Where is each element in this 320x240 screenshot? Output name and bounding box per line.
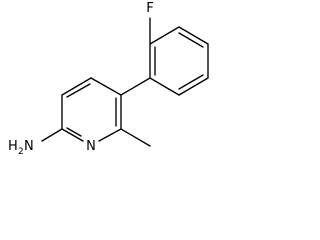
pyridine-ring bbox=[61, 77, 122, 142]
bond-c3-c4 bbox=[61, 77, 92, 96]
ring-nitrogen-label: N bbox=[86, 139, 96, 154]
bond-c6-methyl bbox=[120, 128, 151, 147]
bond-ph3-ph4-inner bbox=[178, 32, 204, 48]
amine-subscript-label: 2 bbox=[18, 147, 24, 157]
bond-c3-c4-inner bbox=[66, 83, 91, 98]
bond-ph5-ph6-inner bbox=[178, 74, 204, 90]
fluorine-label: F bbox=[146, 1, 153, 16]
bond-ph5-ph6 bbox=[178, 77, 209, 96]
fluorophenyl-ring bbox=[149, 26, 209, 96]
bond-c4-c5 bbox=[90, 77, 122, 96]
structure-canvas: F N H 2 N bbox=[0, 0, 236, 160]
bond-ph6-ph1 bbox=[149, 77, 180, 96]
bond-c6-n1 bbox=[98, 128, 122, 142]
bond-ph3-ph4 bbox=[178, 26, 209, 45]
bond-n1-c2 bbox=[61, 128, 84, 142]
bond-n1-c2-inner bbox=[66, 127, 82, 137]
bond-c5-aryl bbox=[120, 77, 151, 96]
amine-group-label: H 2 N bbox=[8, 139, 34, 157]
bond-c2-amine bbox=[41, 128, 63, 142]
amine-nitrogen-label: N bbox=[24, 139, 34, 154]
bond-ph2-ph3 bbox=[149, 26, 180, 45]
amine-hydrogen-label: H bbox=[8, 139, 18, 154]
chemical-structure-diagram: F N H 2 N bbox=[8, 1, 209, 157]
